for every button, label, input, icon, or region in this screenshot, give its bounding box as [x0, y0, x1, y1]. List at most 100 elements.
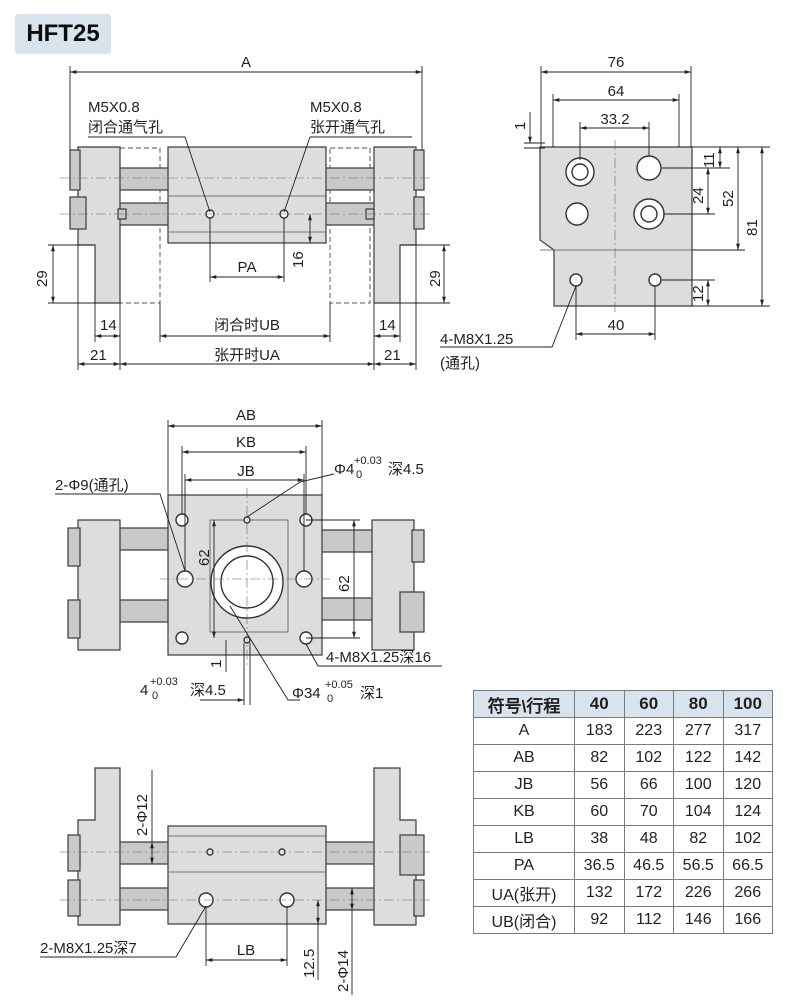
side-view: 76 64 33.2 1 11 24 52 81 [440, 54, 770, 372]
dim-JB-label: JB [237, 463, 255, 480]
table-cell: 132 [574, 879, 625, 907]
nut-lower-left [69, 196, 87, 230]
mount-thread-3 [175, 631, 189, 645]
spec-header-symbol: 符号\行程 [473, 690, 575, 718]
spec-header-40: 40 [574, 690, 625, 718]
top-nut-lower-right [399, 591, 425, 633]
port-right-thread-label: M5X0.8 [310, 99, 362, 116]
table-cell: 56 [574, 771, 625, 799]
dim-21-left-label: 21 [90, 347, 107, 364]
dim-33-2-label: 33.2 [600, 111, 629, 128]
spec-table: 符号\行程 40 60 80 100 A 183 223 277 317 AB … [473, 690, 773, 934]
jaw-right [373, 146, 417, 304]
table-cell: 266 [722, 879, 773, 907]
dim-16-label: 16 [290, 251, 307, 268]
mount-thread-1 [175, 513, 189, 527]
table-cell: 66.5 [722, 852, 773, 880]
table-cell: UB(闭合) [473, 906, 575, 934]
dim-A-label: A [241, 54, 251, 71]
dim-29-left-label: 29 [34, 270, 51, 287]
dim-phi14-label: 2-Φ14 [335, 950, 352, 992]
table-cell: 172 [623, 879, 674, 907]
table-cell: AB [473, 744, 575, 772]
table-cell: 102 [623, 744, 674, 772]
dim-12-side-label: 12 [690, 285, 707, 302]
table-row: UB(闭合) 92 112 146 166 [473, 906, 773, 934]
table-cell: 82 [673, 825, 724, 853]
bottom-body [167, 825, 327, 925]
top-thread-label: 4-M8X1.25深16 [326, 649, 431, 666]
top-nut-upper-right [411, 529, 425, 563]
nut-upper-right [413, 149, 425, 191]
port-right-desc-label: 张开通气孔 [310, 119, 385, 136]
dim-14-left-label: 14 [100, 317, 117, 334]
bore-phi34-label: Φ34 [292, 685, 321, 702]
dim-52-label: 52 [720, 190, 737, 207]
top-view: AB KB JB 2-Φ9(通孔) Φ4 +0.03 0 深4.5 62 62 … [55, 407, 442, 705]
table-cell: UA(张开) [473, 879, 575, 907]
dim-4-tol-low: 0 [152, 690, 158, 702]
table-cell: 36.5 [574, 852, 625, 880]
table-row: KB 60 70 104 124 [473, 798, 773, 826]
table-cell: JB [473, 771, 575, 799]
table-cell: 112 [623, 906, 674, 934]
dim-4-tol-up: +0.03 [150, 676, 178, 688]
top-nut-lower-left [67, 599, 81, 639]
table-cell: 142 [722, 744, 773, 772]
dim-81-label: 81 [744, 219, 761, 236]
spec-header-60: 60 [623, 690, 674, 718]
dim-14-right-label: 14 [379, 317, 396, 334]
dim-62-right-label: 62 [336, 575, 353, 592]
spec-table-header: 符号\行程 40 60 80 100 [473, 690, 773, 718]
dim-phi12-label: 2-Φ12 [134, 794, 151, 836]
bottom-rod-upper-right [319, 841, 381, 865]
table-cell: 277 [673, 717, 724, 745]
bottom-nut-lower-left [67, 879, 81, 917]
pin-phi4-label: Φ4 [334, 461, 354, 478]
dim-UB-label: 闭合时UB [214, 317, 280, 334]
port-hole-lower-left [565, 202, 589, 226]
bottom-nut-lower-right [413, 879, 425, 917]
table-row: JB 56 66 100 120 [473, 771, 773, 799]
side-body [539, 146, 693, 307]
pin-phi4-tol-up: +0.03 [354, 455, 382, 467]
table-cell: 122 [673, 744, 724, 772]
dim-AB-label: AB [236, 407, 256, 424]
top-jaw-left [77, 519, 121, 651]
side-thread-label: 4-M8X1.25 [440, 331, 513, 348]
table-cell: 82 [574, 744, 625, 772]
table-cell: PA [473, 852, 575, 880]
spec-header-100: 100 [722, 690, 773, 718]
table-row: A 183 223 277 317 [473, 717, 773, 745]
bottom-thread-label: 2-M8X1.25深7 [40, 940, 137, 957]
table-cell: A [473, 717, 575, 745]
bore-tol-low: 0 [327, 693, 333, 705]
table-row: UA(张开) 132 172 226 266 [473, 879, 773, 907]
table-cell: 183 [574, 717, 625, 745]
mount-hole-right [648, 273, 662, 287]
pin-phi4-depth: 深4.5 [388, 461, 424, 478]
side-thread-desc-label: (通孔) [440, 355, 480, 372]
through-hole-label: 2-Φ9(通孔) [55, 477, 129, 494]
table-cell: 48 [623, 825, 674, 853]
table-row: LB 38 48 82 102 [473, 825, 773, 853]
table-cell: 104 [673, 798, 724, 826]
dim-21-right-label: 21 [384, 347, 401, 364]
dim-64-label: 64 [608, 83, 625, 100]
model-title: HFT25 [15, 14, 111, 54]
top-rod-upper-right [317, 529, 379, 553]
table-cell: 100 [673, 771, 724, 799]
table-cell: LB [473, 825, 575, 853]
table-row: AB 82 102 122 142 [473, 744, 773, 772]
front-view: A M5X0.8 闭合通气孔 M5X0.8 张开通气孔 PA 16 29 29 [34, 54, 450, 370]
nut-upper-left [69, 149, 81, 191]
dim-29-right-label: 29 [427, 270, 444, 287]
bottom-jaw-right [373, 767, 417, 926]
table-cell: 226 [673, 879, 724, 907]
table-cell: 120 [722, 771, 773, 799]
dim-LB-label: LB [237, 942, 255, 959]
pin-phi4-tol-low: 0 [356, 469, 362, 481]
table-cell: KB [473, 798, 575, 826]
port-hole-upper-right [636, 155, 662, 181]
